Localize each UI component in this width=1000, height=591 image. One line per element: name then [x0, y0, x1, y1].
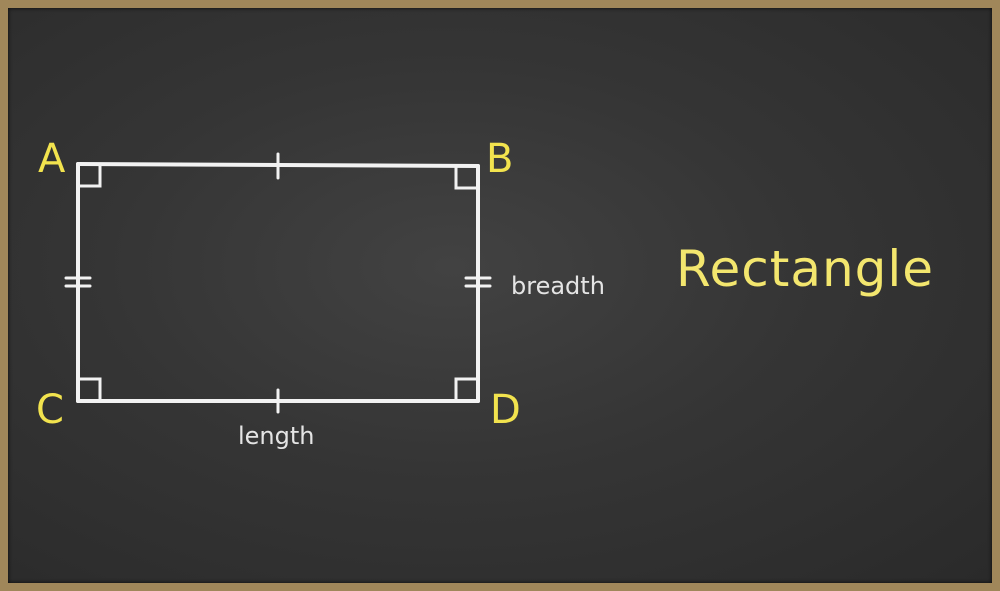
- shape-title: Rectangle: [676, 240, 935, 298]
- right-angle-a: [78, 164, 102, 188]
- vertex-d-label: D: [490, 387, 521, 433]
- rectangle-diagram: [64, 152, 492, 414]
- vertex-a-label: A: [38, 136, 66, 182]
- vertex-b-label: B: [486, 136, 514, 182]
- length-label: length: [238, 422, 315, 450]
- right-angle-b: [454, 166, 478, 190]
- breadth-label: breadth: [511, 272, 605, 300]
- right-angle-c: [78, 377, 102, 401]
- right-angle-d: [454, 377, 478, 401]
- vertex-c-label: C: [36, 387, 64, 433]
